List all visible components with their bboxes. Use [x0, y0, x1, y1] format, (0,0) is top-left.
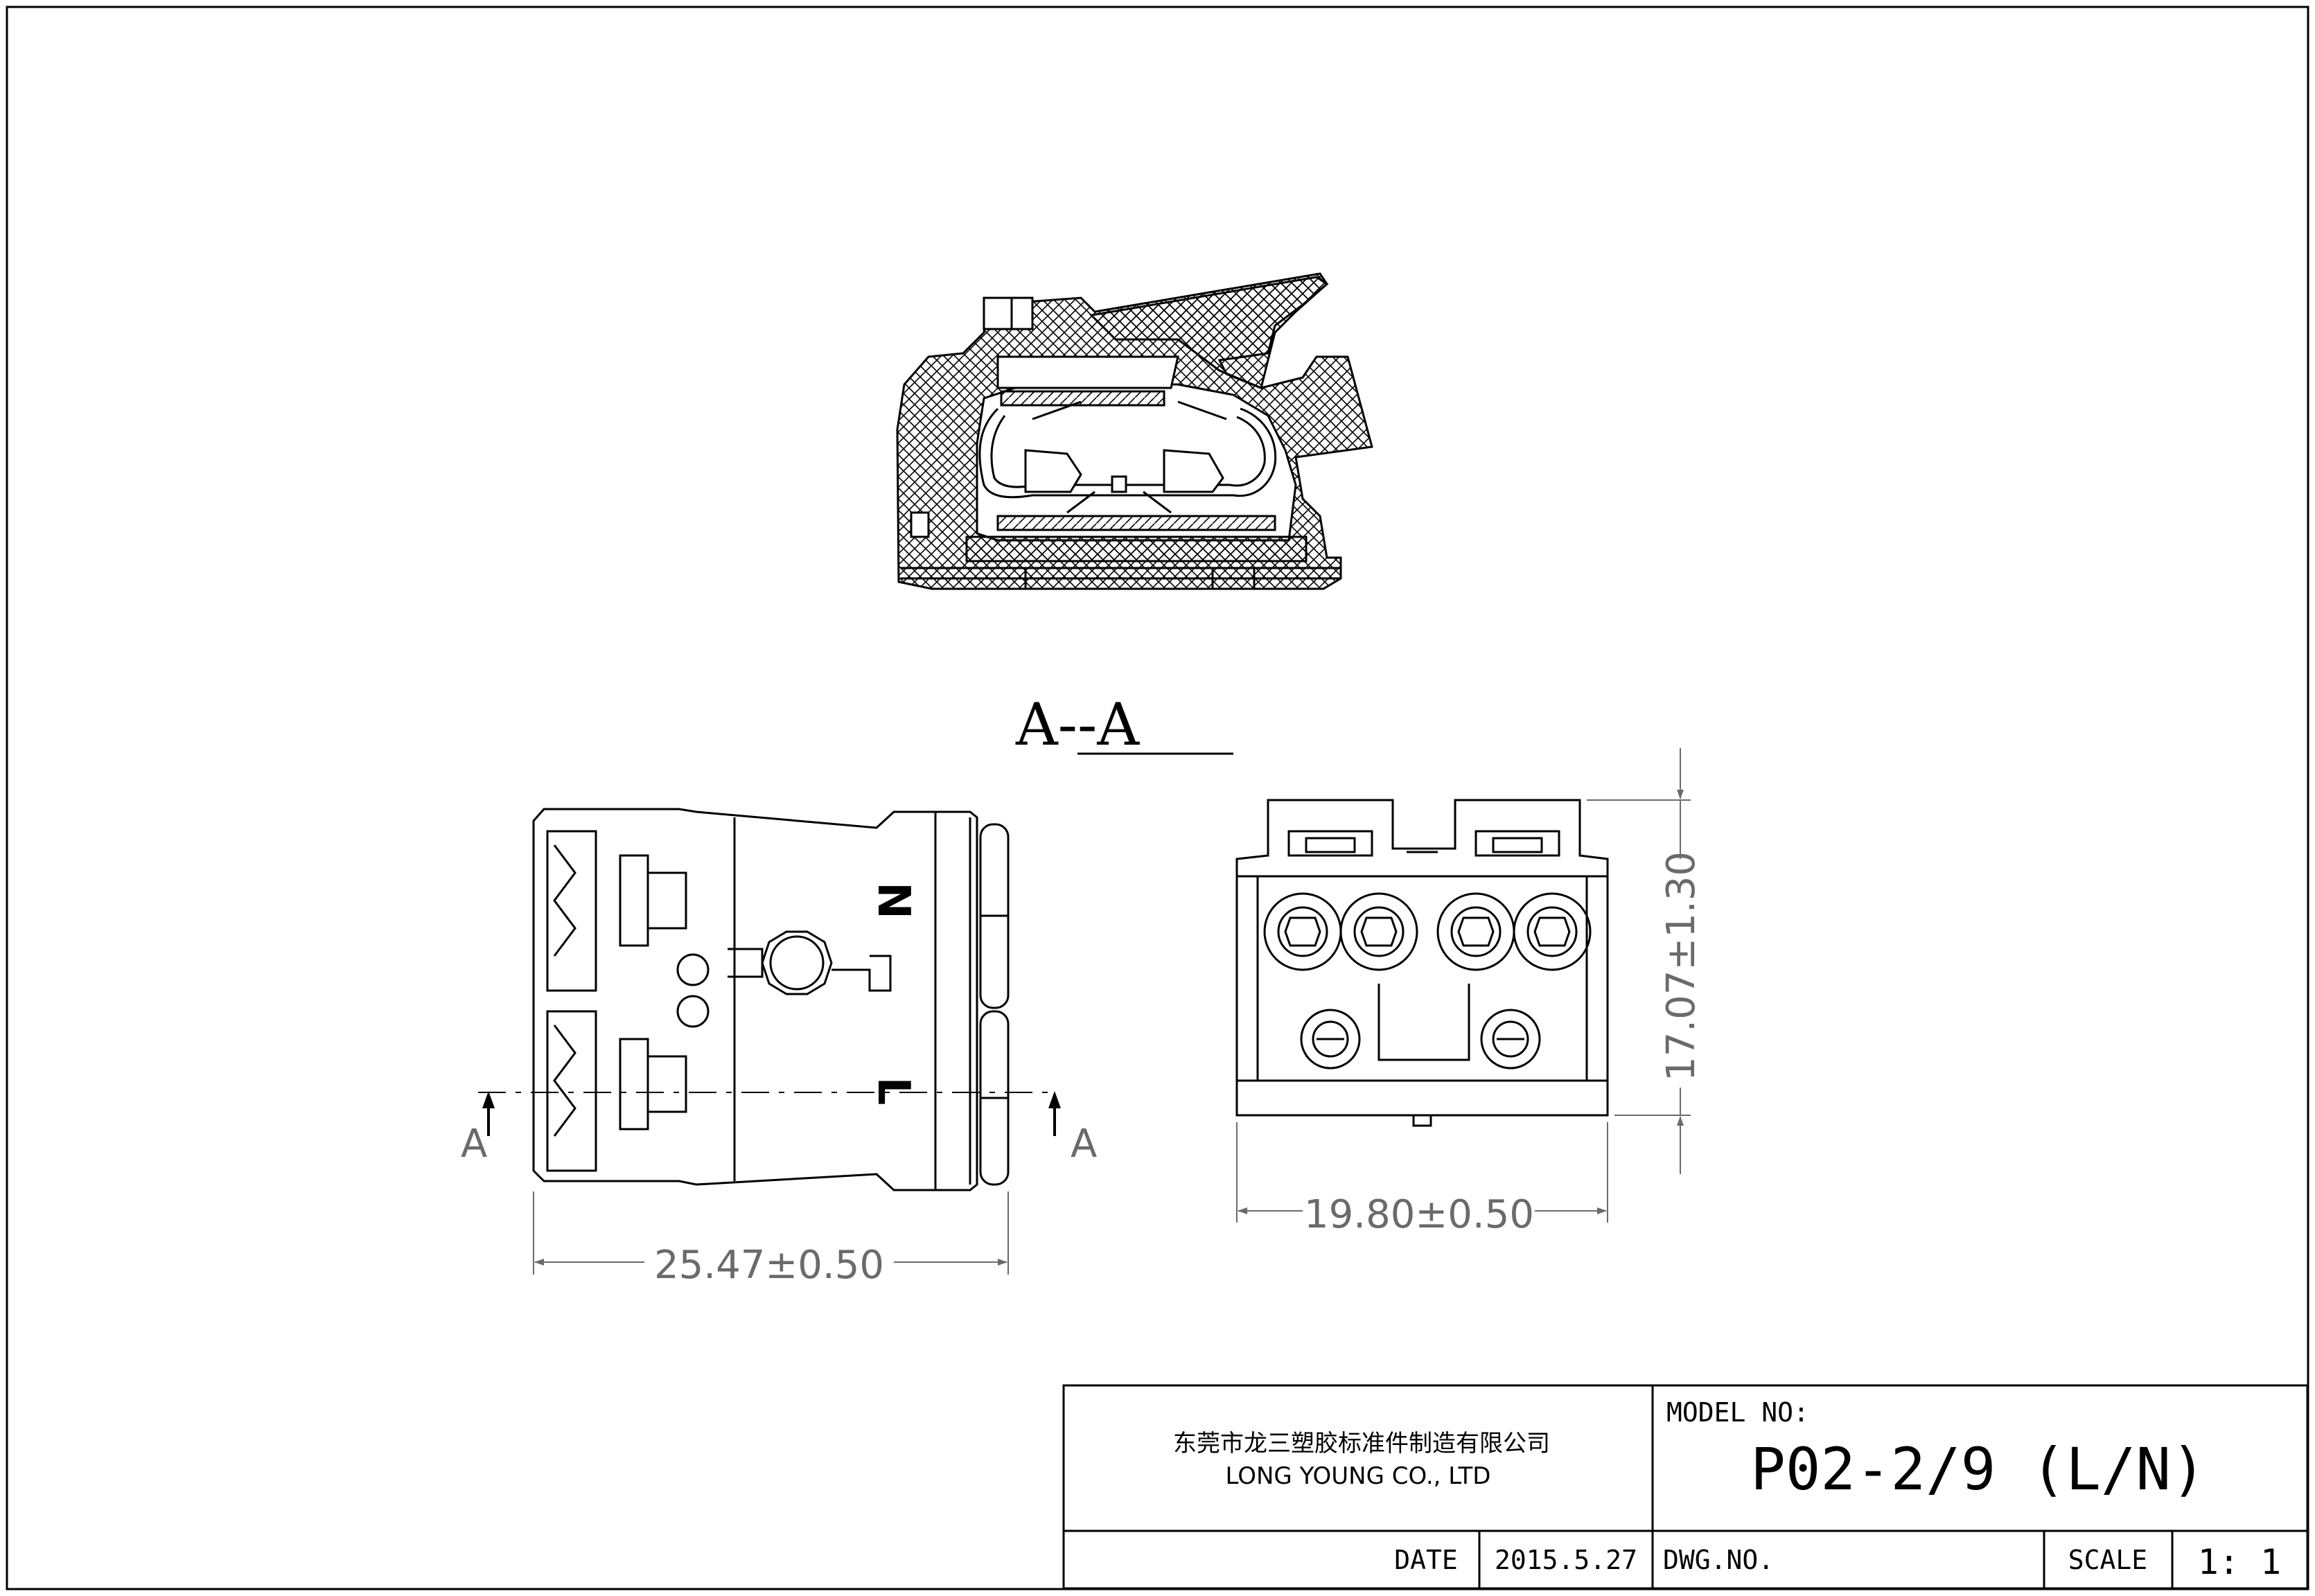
top-view-body	[532, 808, 978, 1191]
section-base	[965, 535, 1308, 562]
side-hole-3	[1436, 892, 1515, 971]
top-width-dimension	[533, 1191, 1009, 1275]
side-screw-left	[1300, 1009, 1361, 1070]
section-lever	[1089, 276, 1329, 390]
side-hole-4	[1513, 892, 1592, 971]
company-name-en: LONG YOUNG CO., LTD	[1226, 1462, 1491, 1490]
section-marker-right: A	[1071, 1121, 1097, 1167]
side-width-dimension	[1236, 1122, 1608, 1223]
company-name-cn: 东莞市龙三塑胶标准件制造有限公司	[1173, 1430, 1550, 1457]
side-hole-2	[1339, 892, 1418, 971]
center-nut	[761, 930, 833, 995]
section-marker-left: A	[461, 1121, 487, 1167]
section-button-slot	[996, 355, 1179, 389]
section-arrow-left	[482, 1091, 495, 1136]
section-arrow-right	[1048, 1091, 1061, 1136]
title-block	[1062, 1384, 2309, 1590]
side-view-body	[1235, 799, 1609, 1117]
top-lever-upper	[546, 830, 597, 992]
mark-n: N	[868, 882, 919, 919]
top-lever-lower	[546, 1010, 597, 1172]
section-view	[896, 272, 1373, 590]
side-screw-right	[1480, 1009, 1541, 1070]
section-top-block	[983, 296, 1034, 330]
dwg-no-label: DWG.NO.	[1663, 1545, 1774, 1575]
side-hole-1	[1263, 892, 1342, 971]
section-spring	[978, 407, 1277, 499]
section-clamp-right	[1163, 449, 1224, 493]
mark-l: L	[868, 1077, 919, 1106]
top-width-dim-text: 25.47±0.50	[654, 1243, 884, 1288]
top-view	[478, 808, 1053, 1191]
scale-value: 1: 1	[2198, 1542, 2281, 1582]
side-width-dim-text: 19.80±0.50	[1304, 1192, 1534, 1237]
model-label: MODEL NO:	[1666, 1397, 1809, 1428]
side-height-dim-text: 17.07±1.30	[1659, 851, 1704, 1081]
side-view	[1235, 799, 1609, 1127]
section-title: A--A	[1015, 691, 1140, 759]
side-height-dimension	[1587, 748, 1691, 1174]
scale-label: SCALE	[2068, 1545, 2147, 1575]
section-bottom-plate	[996, 515, 1276, 531]
drawing-border	[6, 6, 2309, 1590]
section-clamp-left	[1024, 449, 1082, 493]
date-value: 2015.5.27	[1495, 1545, 1637, 1575]
date-label: DATE	[1394, 1545, 1458, 1575]
section-center-pin	[1111, 475, 1127, 493]
model-number: P02-2/9 (L/N)	[1750, 1435, 2206, 1503]
